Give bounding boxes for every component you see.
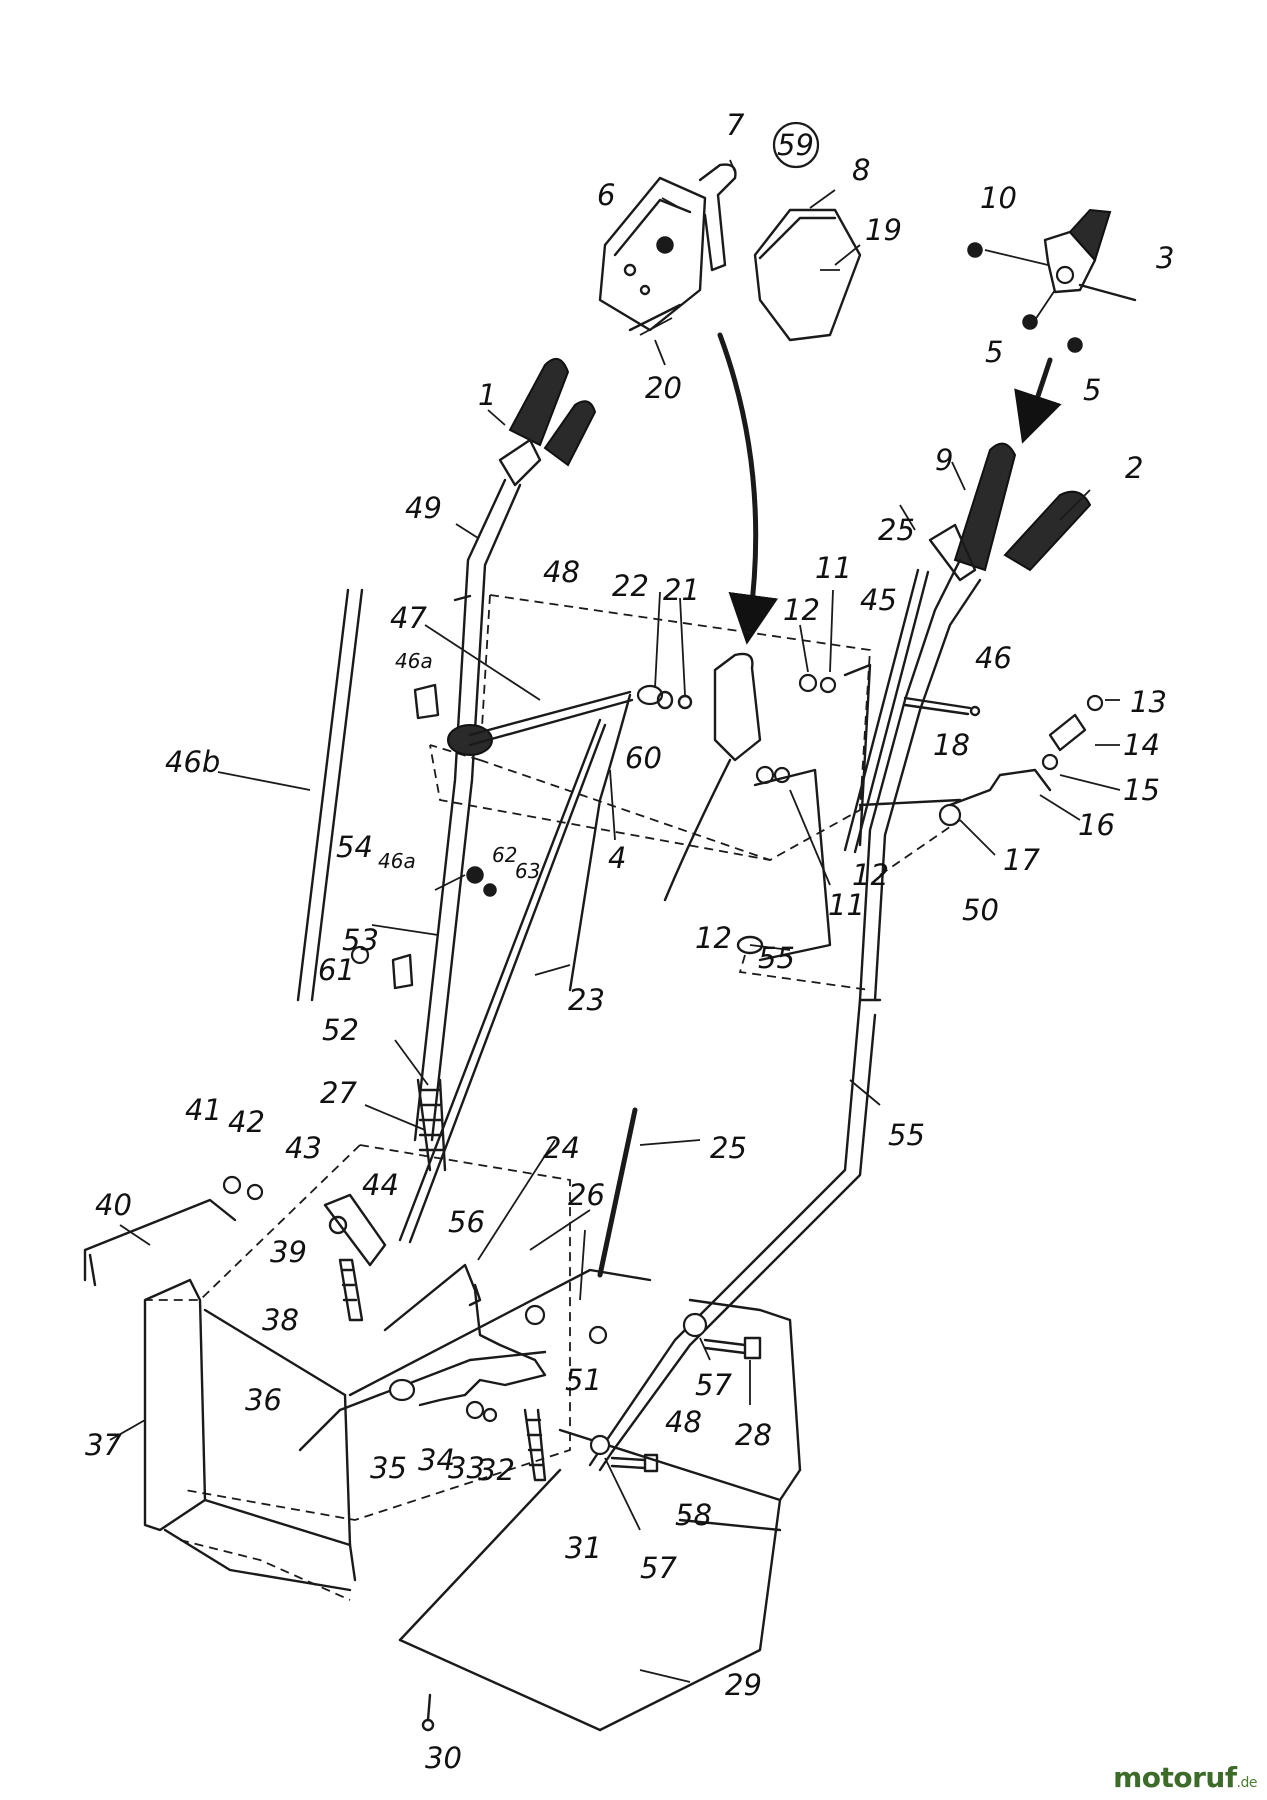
part-label-46a-top: 46a (395, 649, 433, 673)
part-label-36: 36 (245, 1383, 282, 1417)
throttle-assembly (636, 591, 762, 902)
part-label-44: 44 (362, 1168, 399, 1202)
part-label-37: 37 (85, 1428, 122, 1462)
part-label-43: 43 (285, 1131, 322, 1165)
part-label-16: 16 (1078, 808, 1115, 842)
lever-plate (298, 1139, 608, 1482)
part-label-4: 4 (608, 841, 626, 875)
part-label-2: 2 (1125, 451, 1143, 485)
part-label-1: 1 (478, 378, 496, 412)
part-label-59: 59 (777, 128, 814, 162)
part-label-46: 46 (975, 641, 1012, 675)
rod-and-spring (364, 718, 607, 1244)
part-label-53: 53 (342, 923, 379, 957)
part-label-5b: 5 (1083, 373, 1101, 407)
part-label-25a: 25 (878, 513, 915, 547)
part-label-46a-bottom: 46a (378, 849, 416, 873)
part-label-62: 62 (492, 843, 517, 867)
part-label-27: 27 (320, 1076, 357, 1110)
part-label-6: 6 (597, 178, 615, 212)
part-label-20: 20 (645, 371, 682, 405)
bolt-30 (421, 1693, 435, 1732)
part-label-48a: 48 (543, 555, 580, 589)
part-label-11a: 11 (815, 551, 852, 585)
part-label-39: 39 (270, 1235, 307, 1269)
part-label-33: 33 (448, 1451, 485, 1485)
part-label-51: 51 (565, 1363, 602, 1397)
part-label-17: 17 (1003, 843, 1040, 877)
part-label-21: 21 (663, 573, 700, 607)
part-label-30: 30 (425, 1741, 462, 1775)
part-label-61: 61 (318, 953, 355, 987)
part-label-47: 47 (390, 601, 427, 635)
part-label-57b: 57 (640, 1551, 677, 1585)
part-label-38: 38 (262, 1303, 299, 1337)
part-label-42: 42 (228, 1105, 265, 1139)
part-labels: 1 2 3 4 5 5 6 7 8 9 10 11 11 12 12 12 13… (85, 108, 1174, 1775)
part-label-54: 54 (336, 830, 373, 864)
control-lever (424, 624, 634, 992)
tube (217, 588, 364, 1002)
control-box-assembly (598, 121, 862, 366)
part-label-9: 9 (935, 443, 953, 477)
part-label-45: 45 (860, 583, 897, 617)
part-label-58: 58 (675, 1498, 712, 1532)
part-label-56: 56 (448, 1205, 485, 1239)
part-label-55b: 55 (888, 1118, 925, 1152)
lower-handle-bar (588, 944, 882, 1472)
part-label-29: 29 (725, 1668, 762, 1702)
part-label-3: 3 (1156, 241, 1174, 275)
tube-parts (350, 683, 497, 990)
part-label-23: 23 (568, 983, 605, 1017)
right-linkage (858, 694, 1121, 876)
right-bolts (589, 1312, 762, 1531)
part-label-50: 50 (962, 893, 999, 927)
rod-40 (83, 1175, 264, 1287)
right-bracket-assembly (967, 208, 1137, 444)
part-label-11b: 11 (828, 888, 865, 922)
part-label-57a: 57 (695, 1368, 732, 1402)
part-label-10: 10 (980, 181, 1017, 215)
part-label-41: 41 (185, 1093, 222, 1127)
part-label-49: 49 (405, 491, 442, 525)
part-label-14: 14 (1123, 728, 1160, 762)
part-label-5a: 5 (985, 335, 1003, 369)
part-label-7: 7 (726, 108, 745, 142)
part-label-8: 8 (852, 153, 870, 187)
part-label-32: 32 (478, 1453, 515, 1487)
part-label-18: 18 (933, 728, 970, 762)
part-label-12c: 12 (695, 921, 732, 955)
watermark-brand: motoruf (1113, 1761, 1237, 1794)
handle-panel (429, 594, 871, 861)
part-label-28: 28 (735, 1418, 772, 1452)
part-label-60: 60 (625, 741, 662, 775)
right-bracket-nuts (736, 589, 872, 962)
part-label-24: 24 (543, 1131, 580, 1165)
part-label-12a: 12 (783, 593, 820, 627)
watermark-domain: .de (1236, 1775, 1258, 1791)
part-label-12b: 12 (852, 858, 889, 892)
part-label-22: 22 (612, 569, 649, 603)
part-label-34: 34 (418, 1443, 455, 1477)
left-handle (371, 357, 597, 1142)
part-label-19: 19 (865, 213, 902, 247)
part-label-40: 40 (95, 1188, 132, 1222)
part-label-63: 63 (515, 859, 540, 883)
part-label-48b: 48 (665, 1405, 702, 1439)
part-label-13: 13 (1130, 685, 1167, 719)
part-label-55a: 55 (758, 941, 795, 975)
part-label-26: 26 (568, 1178, 605, 1212)
lower-housing (109, 1144, 802, 1732)
assembly-arrow (717, 332, 779, 645)
part-label-35: 35 (370, 1451, 407, 1485)
cable (597, 1107, 701, 1278)
part-label-31: 31 (565, 1531, 602, 1565)
part-label-52: 52 (322, 1013, 359, 1047)
part-label-15: 15 (1123, 773, 1160, 807)
watermark: motoruf.de (1113, 1761, 1257, 1794)
part-label-46b: 46b (165, 745, 220, 779)
part-label-25b: 25 (710, 1131, 747, 1165)
